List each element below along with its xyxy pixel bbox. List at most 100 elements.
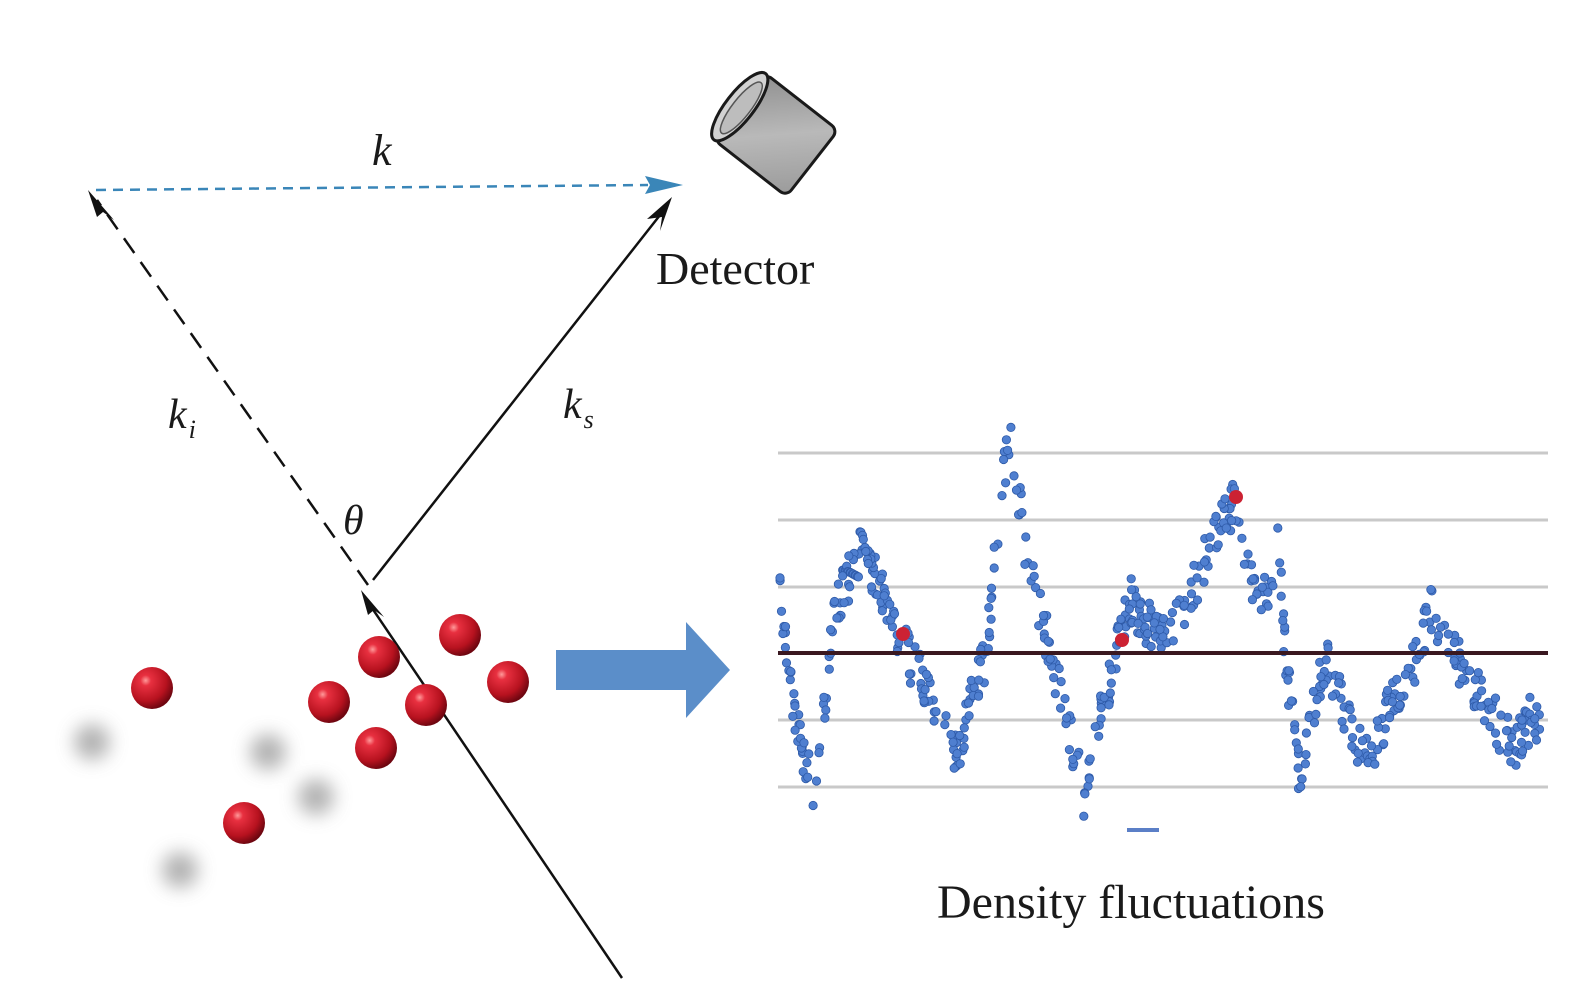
data-point: [781, 658, 792, 668]
particle-icon: [439, 614, 481, 656]
blurred-particle: [250, 734, 286, 770]
data-point: [780, 621, 791, 632]
data-point: [804, 749, 814, 759]
data-point: [1485, 721, 1495, 732]
data-point: [1334, 678, 1344, 688]
particle-icon: [487, 661, 529, 703]
highlight-points: [896, 490, 1243, 647]
data-point: [785, 675, 795, 685]
data-point: [1473, 667, 1483, 678]
data-point: [1056, 676, 1066, 687]
blurred-particle: [162, 852, 198, 888]
data-point: [1054, 663, 1064, 674]
data-point: [1370, 759, 1380, 769]
data-point: [919, 696, 929, 706]
data-point: [1465, 666, 1475, 676]
data-point: [845, 582, 855, 592]
k-vector: [95, 176, 683, 194]
data-point: [1220, 494, 1230, 504]
data-point: [940, 719, 950, 730]
data-point: [975, 657, 986, 667]
data-point: [1357, 736, 1368, 746]
ks-vector: [372, 197, 672, 581]
data-point: [986, 593, 996, 604]
data-point: [889, 609, 900, 619]
data-point: [1247, 595, 1258, 605]
data-point: [1308, 686, 1319, 697]
data-point: [1263, 587, 1273, 597]
data-point: [1079, 811, 1089, 821]
data-point: [829, 596, 840, 607]
particle-icon: [223, 802, 265, 844]
data-point: [1257, 582, 1267, 592]
blurred-particles: [74, 724, 334, 888]
data-point: [1243, 549, 1253, 559]
data-point: [973, 691, 984, 701]
data-point: [1476, 701, 1486, 711]
highlight-point: [1229, 490, 1243, 504]
data-point: [1035, 588, 1046, 599]
data-point: [1276, 591, 1286, 601]
data-point: [998, 454, 1009, 465]
data-point: [1009, 471, 1019, 481]
data-point: [1479, 716, 1490, 726]
data-point: [1284, 666, 1294, 676]
particle-icon: [358, 636, 400, 678]
data-point: [974, 675, 984, 685]
label-ks: ks: [563, 382, 594, 434]
data-point: [790, 701, 800, 711]
data-point: [839, 598, 849, 608]
data-point: [1106, 678, 1116, 688]
plot-grid: [778, 451, 1548, 789]
data-point: [1516, 737, 1527, 748]
detector-icon: [710, 70, 837, 195]
data-point: [952, 749, 962, 759]
data-point: [825, 625, 836, 635]
data-point: [1496, 710, 1506, 720]
particle-icon: [355, 727, 397, 769]
label-k: k: [372, 126, 393, 175]
data-point: [1355, 723, 1365, 734]
data-point: [1347, 741, 1357, 751]
data-point: [1114, 622, 1124, 633]
data-point: [1099, 692, 1109, 703]
data-point: [1127, 585, 1137, 595]
data-point: [1017, 507, 1027, 518]
data-point: [1049, 672, 1059, 683]
data-point: [1221, 523, 1231, 533]
data-point: [1347, 732, 1358, 743]
data-point: [1021, 532, 1031, 542]
data-point: [1043, 636, 1053, 646]
data-point: [1227, 515, 1237, 526]
data-point: [1408, 641, 1418, 652]
data-point: [1260, 572, 1270, 582]
blurred-particle: [74, 724, 110, 760]
data-point: [1199, 577, 1209, 587]
data-point: [863, 558, 873, 569]
data-point: [1387, 697, 1398, 707]
label-ki-sub: i: [189, 415, 196, 444]
data-point: [1064, 744, 1075, 755]
data-point: [1143, 628, 1153, 639]
data-point: [1518, 746, 1528, 756]
data-point: [1426, 625, 1437, 635]
data-point: [929, 716, 939, 726]
data-point: [1029, 571, 1039, 581]
data-point: [1392, 674, 1402, 684]
data-point: [1501, 726, 1512, 736]
highlight-point: [896, 627, 910, 641]
data-point: [1383, 685, 1393, 695]
data-point: [1000, 478, 1011, 488]
data-point: [1192, 595, 1203, 605]
data-point: [1293, 763, 1303, 773]
data-point: [1002, 445, 1013, 455]
data-point: [984, 627, 994, 638]
data-point: [1146, 605, 1156, 615]
data-point: [941, 711, 951, 721]
data-point: [1459, 658, 1469, 668]
data-point: [1192, 573, 1202, 583]
data-point: [1319, 679, 1329, 690]
data-point: [786, 666, 796, 677]
data-point: [1256, 605, 1266, 615]
